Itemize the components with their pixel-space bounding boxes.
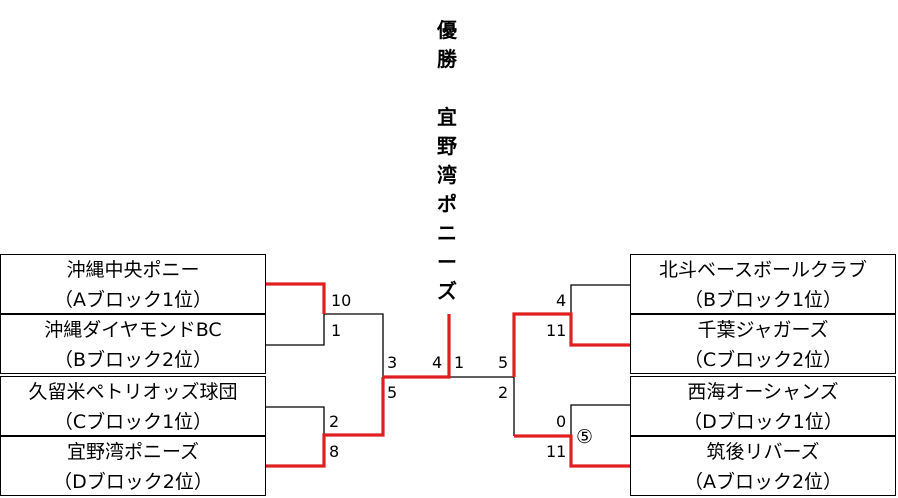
- left-team-2: 沖縄ダイヤモンドBC （Bブロック2位）: [0, 314, 266, 374]
- champion-team-char: 湾: [437, 163, 457, 187]
- champion-team: 宜 野 湾 ポ ニ ー ズ: [432, 103, 462, 306]
- score-left-semi-top: 3: [387, 353, 398, 372]
- team-rank: （Dブロック1位）: [683, 411, 843, 433]
- left-r1-b-lines: [266, 406, 325, 435]
- score-left-r2-bottom: 8: [329, 442, 340, 461]
- team-name: 沖縄ダイヤモンドBC: [44, 319, 222, 341]
- score-final-right: 1: [454, 353, 465, 372]
- team-name: 西海オーシャンズ: [687, 381, 839, 403]
- right-team-3: 西海オーシャンズ （Dブロック1位）: [630, 376, 896, 436]
- right-team-4: 筑後リバーズ （Aブロック2位）: [630, 436, 896, 496]
- team-rank: （Aブロック2位）: [683, 471, 843, 493]
- team-name: 千葉ジャガーズ: [697, 319, 829, 341]
- score-left-r1-top: 10: [331, 291, 352, 310]
- left-r1-a-winner: [266, 282, 326, 314]
- team-rank: （Cブロック1位）: [53, 411, 213, 433]
- left-r1-a-lines: [266, 313, 384, 377]
- score-right-r1-bottom: 11: [546, 321, 567, 340]
- champion-team-char: ニ: [437, 221, 457, 245]
- score-right-semi-top: 5: [498, 353, 509, 372]
- team-name: 宜野湾ポニーズ: [66, 441, 200, 463]
- left-team-4: 宜野湾ポニーズ （Dブロック2位）: [0, 436, 266, 496]
- champion-heading: 優 勝: [432, 16, 462, 74]
- team-rank: （Cブロック2位）: [683, 349, 843, 371]
- team-rank: （Bブロック1位）: [683, 289, 843, 311]
- team-rank: （Bブロック2位）: [53, 349, 213, 371]
- champion-team-char: 宜: [437, 105, 457, 129]
- left-r1-b-winner: [266, 377, 385, 468]
- champion-team-char: ズ: [437, 279, 457, 303]
- game-number-marker: ⑤: [576, 426, 594, 448]
- team-rank: （Dブロック2位）: [53, 471, 213, 493]
- score-right-semi-bottom: 2: [498, 383, 509, 402]
- champion-team-char: ー: [437, 250, 457, 274]
- right-r1-b-lines: [570, 404, 630, 436]
- team-name: 沖縄中央ポニー: [66, 259, 200, 281]
- right-team-2: 千葉ジャガーズ （Cブロック2位）: [630, 314, 896, 374]
- left-team-3: 久留米ペトリオッズ球団 （Cブロック1位）: [0, 376, 266, 436]
- team-rank: （Aブロック1位）: [53, 289, 213, 311]
- team-name: 北斗ベースボールクラブ: [658, 259, 868, 281]
- score-final-left: 4: [432, 353, 443, 372]
- left-semi-winner: [383, 314, 451, 379]
- right-team-1: 北斗ベースボールクラブ （Bブロック1位）: [630, 254, 896, 314]
- score-right-r1-top: 4: [556, 291, 567, 310]
- score-right-r2-top: 0: [556, 412, 567, 431]
- score-left-r2-top: 2: [329, 412, 340, 431]
- right-r1-a-winner: [512, 312, 630, 377]
- score-right-r2-bottom: 11: [546, 442, 567, 461]
- right-r1-b-winner: [514, 434, 630, 468]
- champion-heading-char: 優: [437, 18, 457, 42]
- right-r1-a-lines: [570, 284, 630, 314]
- team-name: 久留米ペトリオッズ球団: [28, 381, 238, 403]
- left-team-1: 沖縄中央ポニー （Aブロック1位）: [0, 254, 266, 314]
- champion-team-char: ポ: [437, 192, 457, 216]
- score-left-r1-bottom: 1: [331, 321, 342, 340]
- score-left-semi-bottom: 5: [387, 383, 398, 402]
- team-name: 筑後リバーズ: [706, 441, 820, 463]
- champion-team-char: 野: [437, 134, 457, 158]
- champion-heading-char: 勝: [437, 47, 457, 71]
